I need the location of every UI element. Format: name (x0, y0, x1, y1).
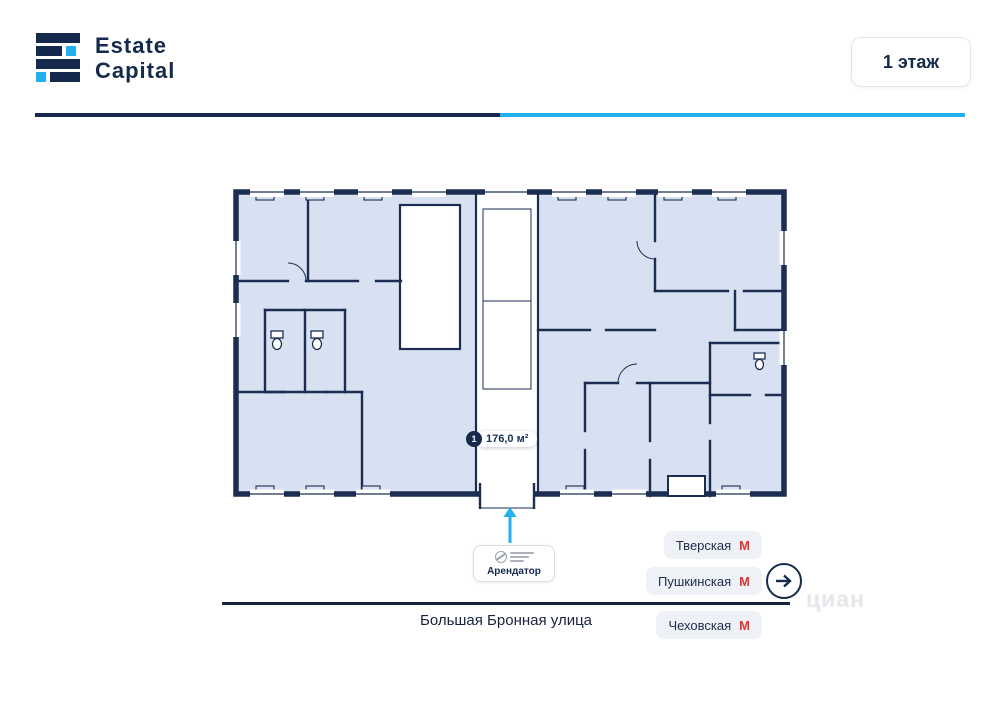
brand-name-line2: Capital (95, 58, 176, 83)
tenant-logo-lines (509, 552, 534, 562)
watermark: циан (806, 586, 865, 612)
entrance-arrow-icon (503, 507, 517, 543)
windows-right (779, 231, 789, 365)
metro-icon: М (739, 573, 750, 589)
brand-name: Estate Capital (95, 33, 175, 83)
area-label: 1 176,0 м² (466, 431, 538, 447)
metro-icon: М (739, 537, 750, 553)
duct-block (667, 475, 706, 497)
brand-name-line1: Estate (95, 33, 168, 58)
windows-left (231, 241, 241, 337)
unit-area-value: 176,0 м² (477, 431, 538, 447)
metro-station-tverskaya: Тверская М (663, 531, 762, 559)
stairwell-block (398, 203, 462, 351)
brand-logo-icon (36, 33, 80, 82)
metro-station-name: Пушкинская (658, 573, 732, 589)
radiator-icons (255, 194, 741, 492)
tenant-logo (494, 551, 534, 563)
floor-plan (231, 188, 789, 509)
central-shaft (474, 190, 540, 496)
unit-number-badge: 1 (466, 431, 482, 447)
street-line (222, 602, 790, 605)
metro-station-chekhovskaya: Чеховская М (656, 611, 762, 639)
door-arcs (287, 240, 656, 384)
shaft-inner (482, 208, 532, 390)
metro-station-name: Чеховская (668, 617, 732, 633)
route-arrow-button[interactable] (766, 563, 802, 599)
metro-station-name: Тверская (675, 537, 732, 553)
floor-badge[interactable]: 1 этаж (851, 37, 971, 87)
street-label: Большая Бронная улица (419, 612, 593, 629)
interior-walls (234, 190, 786, 498)
brand-logo: Estate Capital (36, 33, 175, 83)
tenant-logo-mark-icon (494, 551, 507, 563)
metro-icon: М (739, 617, 750, 633)
windows-bottom (250, 489, 750, 499)
toilet-icon (270, 330, 766, 371)
arrow-right-icon (776, 574, 792, 588)
metro-station-pushkinskaya: Пушкинская М (646, 567, 762, 595)
windows-top (250, 188, 746, 197)
entrance (478, 483, 536, 509)
tenant-label: Арендатор (487, 566, 541, 577)
header-divider (35, 113, 965, 117)
tenant-card[interactable]: Арендатор (473, 545, 555, 582)
